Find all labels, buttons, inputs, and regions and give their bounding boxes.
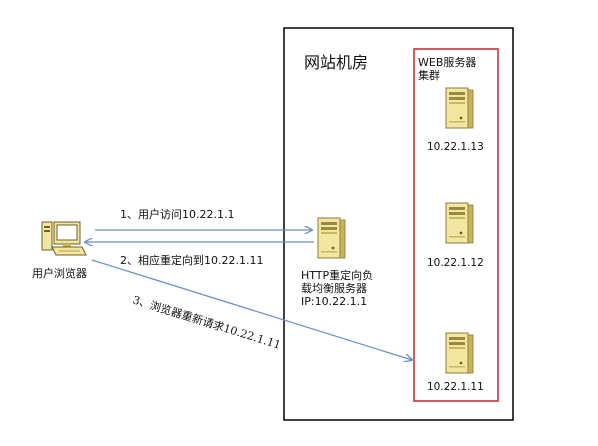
client-label: 用户浏览器 bbox=[32, 266, 87, 280]
server-icon bbox=[445, 87, 474, 129]
load-balancer-icon bbox=[317, 217, 346, 259]
server-ip-label: 10.22.1.13 bbox=[427, 141, 484, 153]
step1-label: 1、用户访问10.22.1.1 bbox=[120, 207, 234, 221]
cluster-title-line1: WEB服务器 bbox=[418, 56, 476, 69]
datacenter-frame bbox=[283, 27, 514, 421]
step3-label: 3、浏览器重新请求10.22.1.11 bbox=[131, 292, 283, 351]
server-icon bbox=[445, 202, 474, 244]
computer-icon bbox=[41, 221, 87, 256]
cluster-title-line2: 集群 bbox=[418, 68, 440, 82]
server-ip-label: 10.22.1.12 bbox=[427, 257, 484, 269]
re-request-arrow bbox=[91, 259, 412, 360]
cluster-frame bbox=[413, 48, 499, 402]
server-ip-label: 10.22.1.11 bbox=[427, 381, 484, 393]
server-icon bbox=[445, 332, 474, 374]
balancer-label-line2: 载均衡服务器 bbox=[301, 282, 367, 295]
balancer-label-line1: HTTP重定向负 bbox=[301, 268, 373, 282]
step2-label: 2、相应重定向到10.22.1.11 bbox=[120, 253, 263, 267]
datacenter-title: 网站机房 bbox=[304, 53, 368, 72]
balancer-ip: IP:10.22.1.1 bbox=[301, 295, 367, 308]
